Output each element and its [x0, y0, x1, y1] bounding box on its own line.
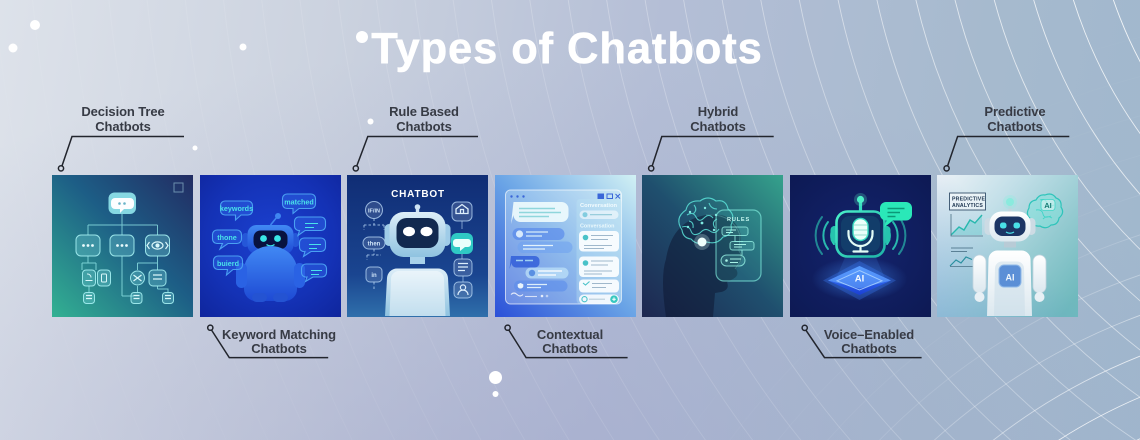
svg-text:then: then — [368, 242, 381, 248]
svg-text:Conversation: Conversation — [580, 203, 618, 209]
svg-text:AI: AI — [1006, 273, 1015, 283]
svg-text:matched: matched — [284, 198, 314, 207]
svg-text:AI: AI — [1044, 201, 1052, 210]
svg-text:IF/IN: IF/IN — [368, 209, 380, 215]
svg-text:PREDICTIVE: PREDICTIVE — [952, 197, 985, 203]
svg-text:thone: thone — [217, 233, 237, 242]
svg-text:CHATBOT: CHATBOT — [391, 189, 445, 200]
svg-text:RULES: RULES — [727, 217, 750, 223]
svg-text:keywords: keywords — [219, 204, 252, 213]
svg-text:Conversation: Conversation — [580, 224, 614, 230]
svg-text:ANALYTICS: ANALYTICS — [952, 203, 983, 209]
svg-text:buierd: buierd — [217, 259, 239, 268]
svg-text:in: in — [371, 273, 377, 279]
svg-text:AI: AI — [854, 274, 864, 285]
